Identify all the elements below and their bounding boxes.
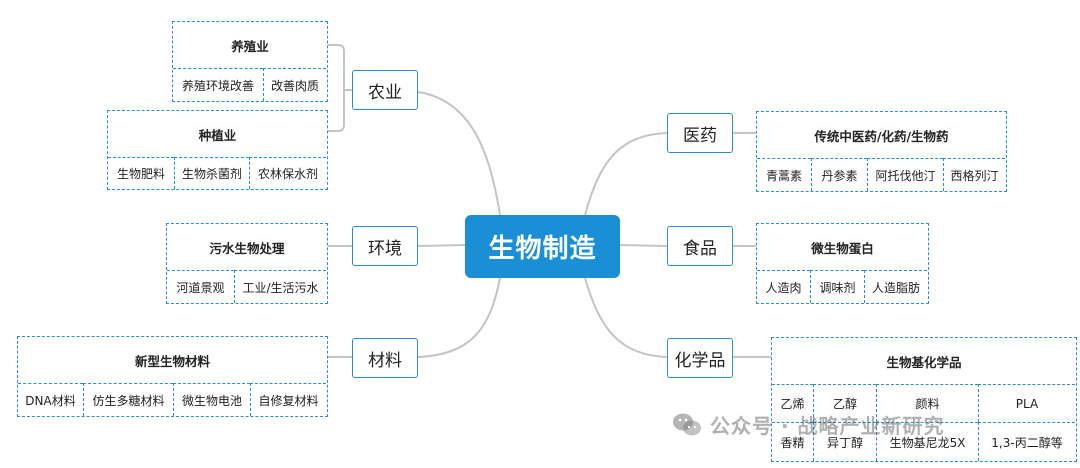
group-title: 种植业 bbox=[198, 127, 237, 143]
group-title: 生物基化学品 bbox=[886, 354, 962, 370]
group-medicine: 传统中医药/化药/生物药 青蒿素 丹参素 阿托伐他汀 西格列汀 bbox=[756, 111, 1007, 192]
link-agriculture bbox=[417, 91, 501, 216]
category-agriculture: 农业 bbox=[352, 70, 418, 110]
group-item: 青蒿素 bbox=[757, 158, 811, 191]
group-item: 异丁醇 bbox=[813, 422, 876, 461]
group-item: 改善肉质 bbox=[263, 68, 326, 101]
group-planting: 种植业 生物肥料 生物杀菌剂 农林保水剂 bbox=[107, 110, 328, 190]
category-food: 食品 bbox=[667, 226, 733, 266]
watermark-text: 公众号 · 战略产业新研究 bbox=[710, 414, 945, 438]
bracket-agriculture bbox=[328, 44, 345, 132]
category-medicine: 医药 bbox=[667, 113, 733, 153]
group-item: 丹参素 bbox=[811, 158, 867, 191]
category-chemicals: 化学品 bbox=[667, 338, 733, 378]
group-item: 人造肉 bbox=[757, 270, 810, 303]
group-item: 香精 bbox=[772, 422, 813, 461]
group-item: 1,3-丙二醇等 bbox=[978, 422, 1075, 461]
group-item: 生物杀菌剂 bbox=[174, 157, 249, 189]
group-food: 微生物蛋白 人造肉 调味剂 人造脂肪 bbox=[756, 223, 929, 304]
group-item: 工业/生活污水 bbox=[234, 270, 326, 303]
group-chemicals: 生物基化学品 乙烯 乙醇 颜料 PLA 香精 异丁醇 生物基尼龙5X 1,3-丙… bbox=[771, 337, 1077, 462]
link-chemicals bbox=[584, 277, 668, 358]
group-item: 生物基尼龙5X bbox=[876, 422, 978, 461]
category-environment: 环境 bbox=[352, 226, 418, 266]
wechat-icon bbox=[673, 413, 701, 435]
group-item: 乙烯 bbox=[772, 384, 813, 422]
group-item: 养殖环境改善 bbox=[173, 68, 263, 101]
group-item: 西格列汀 bbox=[943, 158, 1005, 191]
group-item: 阿托伐他汀 bbox=[867, 158, 943, 191]
group-item: 调味剂 bbox=[810, 270, 864, 303]
group-title: 养殖业 bbox=[231, 38, 269, 54]
group-environment: 污水生物处理 河道景观 工业/生活污水 bbox=[166, 223, 328, 304]
group-item: 微生物电池 bbox=[173, 383, 250, 416]
group-item: 人造脂肪 bbox=[864, 270, 927, 303]
center-node: 生物制造 bbox=[465, 215, 620, 278]
group-item: 农林保水剂 bbox=[249, 157, 326, 189]
category-materials: 材料 bbox=[352, 338, 418, 378]
group-aquaculture: 养殖业 养殖环境改善 改善肉质 bbox=[172, 21, 328, 102]
group-item: 自修复材料 bbox=[250, 383, 326, 416]
link-environment bbox=[417, 244, 466, 247]
link-materials bbox=[417, 277, 501, 358]
group-title: 污水生物处理 bbox=[209, 240, 285, 256]
link-food bbox=[619, 244, 668, 247]
group-title: 微生物蛋白 bbox=[811, 240, 874, 256]
group-item: 颜料 bbox=[876, 384, 978, 422]
group-item: 仿生多糖材料 bbox=[83, 383, 173, 416]
group-item: 生物肥料 bbox=[108, 157, 174, 189]
group-item: 乙醇 bbox=[813, 384, 876, 422]
group-item: PLA bbox=[978, 384, 1075, 422]
group-title: 新型生物材料 bbox=[134, 353, 210, 369]
group-materials: 新型生物材料 DNA材料 仿生多糖材料 微生物电池 自修复材料 bbox=[17, 336, 328, 417]
group-title: 传统中医药/化药/生物药 bbox=[814, 128, 949, 144]
group-item: 河道景观 bbox=[167, 270, 234, 303]
group-item: DNA材料 bbox=[18, 383, 83, 416]
watermark: 公众号 · 战略产业新研究 bbox=[672, 410, 945, 439]
link-medicine bbox=[584, 132, 668, 216]
